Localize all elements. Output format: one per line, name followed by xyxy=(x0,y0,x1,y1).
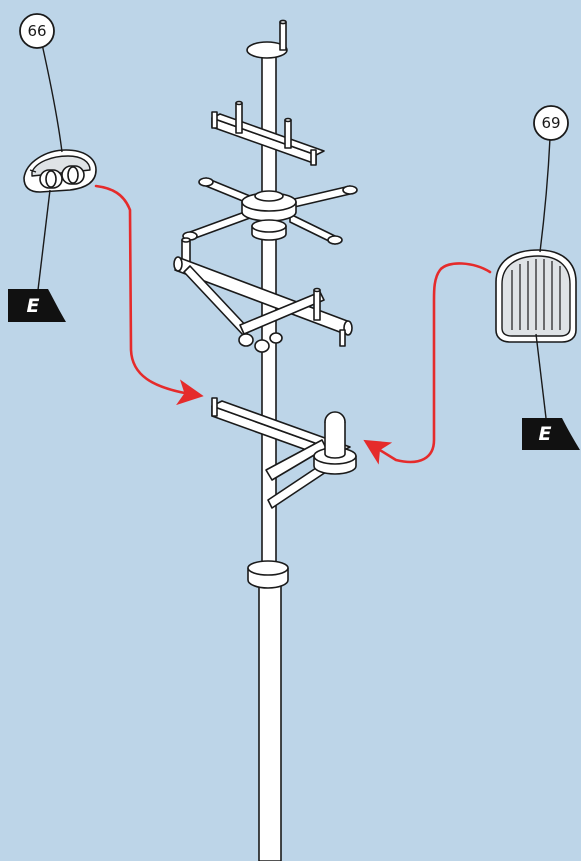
lower-yardarm xyxy=(212,398,356,508)
callout-69: 69 xyxy=(534,106,568,140)
flag-marker-right: E xyxy=(522,418,580,450)
flag-left-letter: E xyxy=(27,295,40,317)
callout-66: 66 xyxy=(20,14,54,48)
part-66-radar xyxy=(24,150,96,192)
flag-marker-left: E xyxy=(8,289,66,322)
part-69-grill xyxy=(496,250,576,342)
flag-right-letter: E xyxy=(539,423,552,445)
arrow-66-to-yardarm xyxy=(96,186,196,395)
callout-69-label: 69 xyxy=(541,114,560,132)
arrow-69-to-platform xyxy=(370,263,490,462)
callout-66-label: 66 xyxy=(27,22,46,40)
leader-lines xyxy=(38,44,550,418)
placement-arrows xyxy=(96,186,490,462)
